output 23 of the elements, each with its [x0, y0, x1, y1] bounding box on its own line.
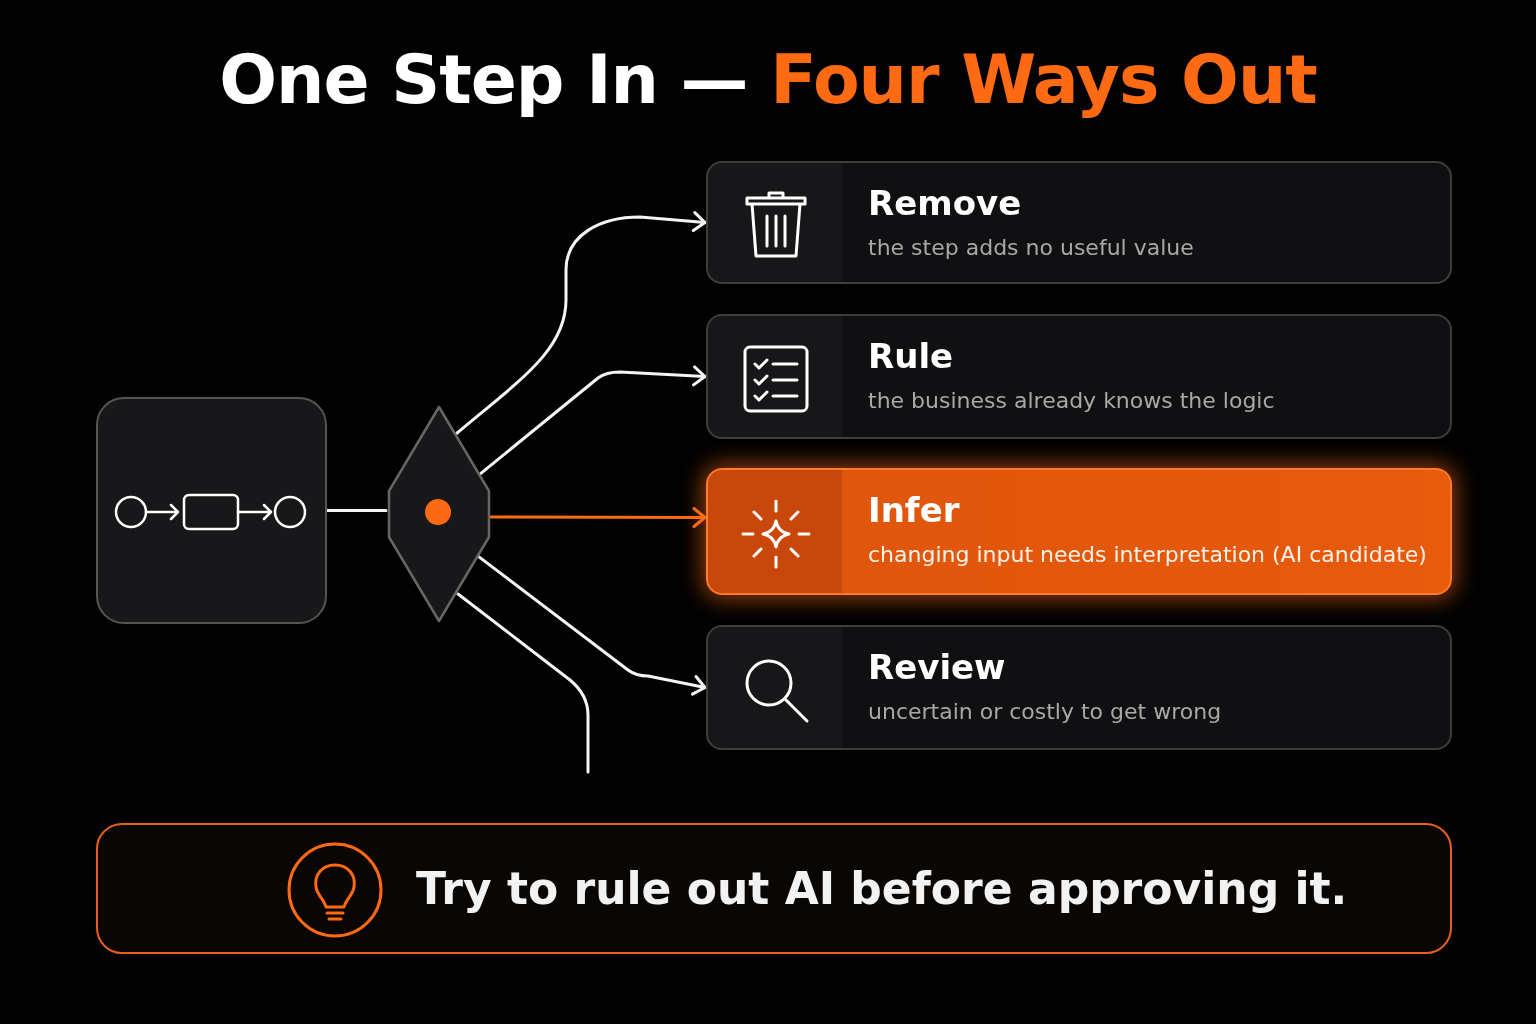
card-heading: Rule	[868, 336, 954, 376]
title: One Step In — Four Ways Out	[218, 40, 1318, 119]
arrow	[476, 554, 707, 696]
card-heading: Remove	[868, 183, 1022, 223]
option-card	[706, 161, 1452, 284]
callout-banner	[96, 823, 1452, 954]
card-description: changing input needs interpretation (AI candidate)	[868, 542, 1427, 567]
connector-line	[456, 592, 590, 774]
arrow	[489, 507, 707, 528]
card-heading: Review	[868, 647, 1006, 687]
card-description: the step adds no useful value	[868, 235, 1194, 260]
connector-line	[325, 509, 388, 512]
option-card	[706, 468, 1452, 595]
option-card	[706, 625, 1452, 750]
arrow	[454, 211, 707, 436]
option-card	[706, 314, 1452, 439]
card-description: uncertain or costly to get wrong	[868, 699, 1222, 724]
callout-text: Try to rule out AI before approving it.	[416, 863, 1348, 914]
process-box	[96, 397, 327, 624]
decision-node	[387, 405, 491, 623]
card-heading: Infer	[868, 490, 960, 530]
card-description: the business already knows the logic	[868, 388, 1275, 413]
arrow	[478, 365, 707, 476]
